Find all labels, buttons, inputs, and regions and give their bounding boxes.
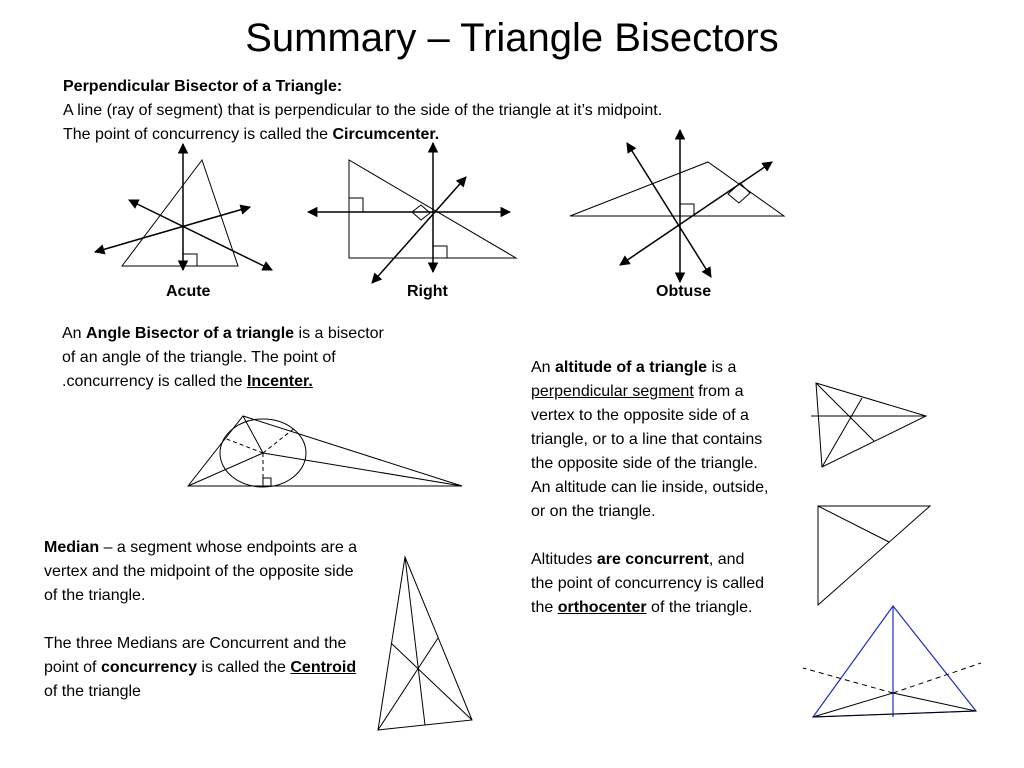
perpendicular-bisector-heading: Perpendicular Bisector of a Triangle: [63,78,343,95]
altitude-definition: An altitude of a triangle is a perpendic… [531,359,769,520]
obtuse-triangle-diagram [569,128,786,284]
altitude-acute-diagram [811,382,928,468]
centroid-diagram [377,555,473,731]
centroid-term: Centroid [290,659,357,676]
altitude-text: An altitude of a triangle is a perpendic… [531,356,769,620]
median-term: Median [44,539,100,556]
angle-bisector-text: An Angle Bisector of a triangle is a bis… [62,325,384,390]
acute-triangle-diagram [93,142,273,272]
right-triangle-diagram [306,141,518,284]
circumcenter-term: Circumcenter. [332,126,440,143]
incenter-diagram [186,415,463,488]
right-label: Right [407,283,448,300]
altitude-obtuse-diagram [802,605,982,718]
acute-label: Acute [166,283,211,300]
altitude-term: altitude of a triangle [555,359,708,376]
median-concurrency: The three Medians are Concurrent and the… [44,635,357,700]
perpendicular-bisector-concurrency: The point of concurrency is called the C… [63,126,440,143]
page-title: Summary – Triangle Bisectors [245,16,779,60]
obtuse-label: Obtuse [656,283,712,300]
perpendicular-bisector-text: Perpendicular Bisector of a Triangle: A … [63,75,963,147]
perpendicular-segment-term: perpendicular segment [531,383,694,400]
incenter-term: Incenter. [246,373,313,390]
concurrency-term: concurrency [100,659,197,676]
altitude-concurrency: Altitudes are concurrent, and the point … [531,551,765,616]
median-definition: Median – a segment whose endpoints are a… [44,539,358,604]
angle-bisector-term: Angle Bisector of a triangle [86,325,295,342]
orthocenter-term: orthocenter [557,599,647,616]
altitude-right-diagram [817,505,932,607]
median-text: Median – a segment whose endpoints are a… [44,536,362,704]
concurrent-term: are concurrent [596,551,709,568]
perpendicular-bisector-definition: A line (ray of segment) that is perpendi… [63,102,663,119]
